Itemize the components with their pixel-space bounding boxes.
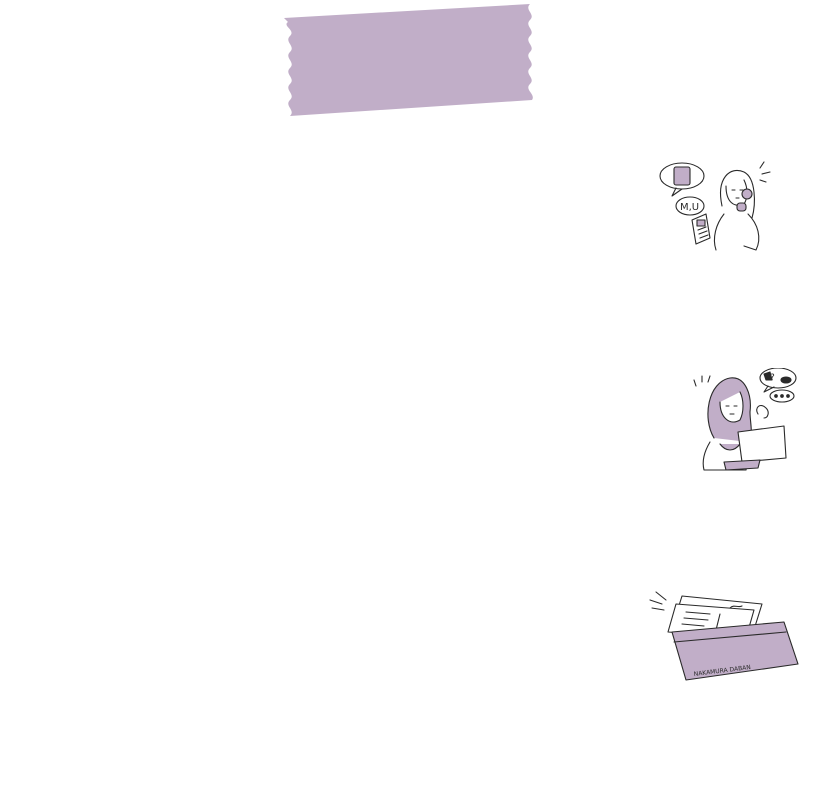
- envelope-icon: [671, 621, 799, 681]
- small-speech-bubble: [769, 389, 795, 403]
- speech-bubble-text: M,U: [680, 202, 699, 213]
- body: [702, 441, 751, 471]
- cow-icon: [763, 371, 773, 381]
- notebook-icon: [691, 213, 711, 245]
- phone-receiver: [741, 188, 753, 200]
- tape-shape: [284, 4, 533, 116]
- speech-bubble: [675, 196, 705, 216]
- book-icon: [673, 166, 691, 186]
- raised-hand: [756, 405, 769, 419]
- envelope-with-letters-icon: NAKAMURA DABAN: [649, 591, 799, 681]
- washi-tape-banner: [284, 4, 533, 116]
- fish-icon: [780, 376, 792, 384]
- thought-bubble-question: [759, 368, 797, 389]
- hair: [720, 170, 755, 219]
- woman-at-laptop-icon: ?: [693, 368, 797, 471]
- body: [713, 213, 760, 251]
- question-mark-text: ?: [770, 373, 775, 383]
- woman-on-phone-icon: M,U: [659, 161, 771, 251]
- laptop-icon: [737, 425, 787, 463]
